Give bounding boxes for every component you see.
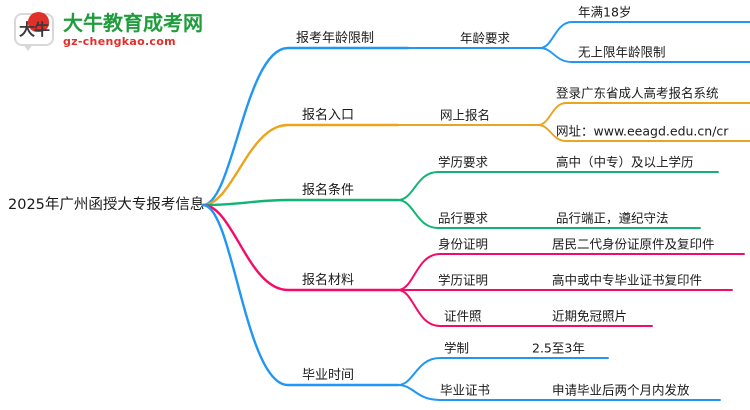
mindmap-leaf-recent-bareheaded-photo[interactable]: 近期免冠照片 [552,308,628,324]
connector-sub-2-to-leaf-1 [537,102,750,126]
mindmap-branch-registration-materials[interactable]: 报名材料 [302,273,355,288]
mindmap-leaf-high-school-or-above[interactable]: 高中（中专）及以上学历 [556,154,694,170]
mindmap-leaf-good-conduct[interactable]: 品行端正，遵纪守法 [556,210,669,226]
mindmap-leaf-age-18[interactable]: 年满18岁 [578,4,632,20]
mindmap-branch-registration-conditions[interactable]: 报名条件 [302,183,355,198]
mindmap-root-node[interactable]: 2025年广州函授大专报考信息 [8,196,205,213]
connector-branch-3-to-sub-2 [397,199,541,229]
connector-sub-1-to-leaf-1 [539,21,750,49]
logo-text-block: 大牛教育成考网 gz-chengkao.com [63,10,203,49]
connector-sub-1-to-leaf-2 [539,47,750,63]
connector-root-to-branch-1 [201,46,410,207]
logo-speech-tail-shape [23,44,33,51]
connector-branch-4-to-sub-3 [397,289,541,327]
mindmap-sub-graduation-certificate[interactable]: 毕业证书 [440,382,491,398]
logo-title: 大牛教育成考网 [63,10,203,35]
connector-root-to-branch-2 [201,123,400,207]
mindmap-sub-online-registration[interactable]: 网上报名 [440,107,491,123]
logo-subtitle-domain: gz-chengkao.com [63,34,176,48]
mindmap-leaf-id-card-copy[interactable]: 居民二代身份证原件及复印件 [552,236,715,252]
connector-branch-4-to-sub-1 [397,253,541,291]
mindmap-branch-age-limit[interactable]: 报考年龄限制 [296,31,375,46]
connector-root-to-branch-4 [201,203,400,292]
logo-mark-glyph: 大牛 [18,19,50,39]
connector-branch-3-to-sub-1 [397,171,541,201]
mindmap-sub-identity-proof[interactable]: 身份证明 [438,236,489,252]
mindmap-leaf-login-system[interactable]: 登录广东省成人高考报名系统 [556,85,719,101]
mindmap-leaf-website-url[interactable]: 网址：www.eeagd.edu.cn/cr [556,123,729,139]
mindmap-leaf-no-upper-age[interactable]: 无上限年龄限制 [578,44,666,60]
connector-branch-5-to-sub-1 [397,357,521,386]
mindmap-sub-conduct-requirement[interactable]: 品行要求 [438,210,489,226]
connector-sub-2-to-leaf-2 [537,124,750,142]
mindmap-sub-id-photo[interactable]: 证件照 [444,308,482,324]
logo-mark-icon: 大牛 [14,11,56,51]
mindmap-branch-graduation-time[interactable]: 毕业时间 [302,368,355,383]
site-logo: 大牛 大牛教育成考网 gz-chengkao.com [14,8,204,54]
mindmap-leaf-issued-in-two-months[interactable]: 申请毕业后两个月内发放 [552,382,690,398]
connector-branch-5-to-sub-2 [397,384,541,401]
mindmap-sub-study-length[interactable]: 学制 [444,340,470,356]
connector-root-to-branch-5 [201,203,400,387]
logo-red-blob-shape [28,12,49,32]
mindmap-sub-education-requirement[interactable]: 学历要求 [438,154,489,170]
mindmap-sub-age-requirement[interactable]: 年龄要求 [460,30,511,46]
mindmap-branch-registration-entry[interactable]: 报名入口 [302,108,355,123]
connector-root-to-branch-3 [201,198,400,207]
mindmap-leaf-2p5-to-3-years[interactable]: 2.5至3年 [532,340,585,356]
mindmap-sub-education-proof[interactable]: 学历证明 [438,272,489,288]
mindmap-leaf-diploma-copy[interactable]: 高中或中专毕业证书复印件 [552,272,703,288]
